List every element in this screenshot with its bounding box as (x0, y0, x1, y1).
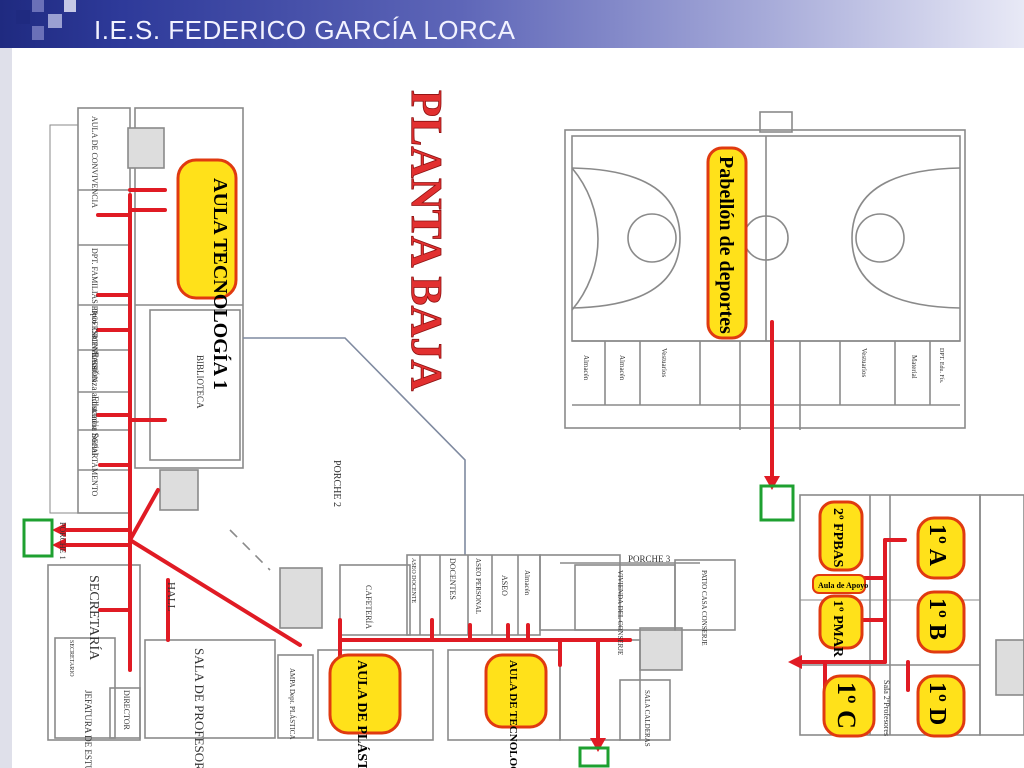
room-pabellon-deportes-label: Pabellón de deportes (715, 156, 737, 334)
slide-title: I.E.S. FEDERICO GARCÍA LORCA (94, 15, 516, 45)
label-aseo: ASEO (500, 575, 509, 596)
label-ensenanza: Enseñanza a distancia (90, 352, 100, 431)
label-orientacion: Dpto. ORIENTACIÓN (90, 308, 100, 382)
label-almacen-gym-2: Almacén (618, 355, 626, 381)
label-vestuarios-1: Vestuarios (660, 348, 668, 377)
header-square-3 (32, 26, 44, 40)
label-docentes: DOCENTES (448, 558, 457, 600)
plan-walls (47, 107, 1024, 741)
label-biblioteca: BIBLIOTECA (195, 355, 205, 409)
label-patio: PATIO CASA CONSERJE (700, 570, 708, 646)
room-fpbas (818, 500, 864, 572)
room-aula-plastica-label: AULA DE PLÁSTICA (354, 660, 371, 768)
exit-marker-porche1 (22, 518, 54, 558)
label-vestuarios-2: Vestuarios (860, 348, 868, 377)
label-porche1: PORCHE 1 (58, 522, 67, 560)
label-dpt-plastica: AMPA Dept. PLÁSTICA (288, 668, 296, 740)
room-1a-label: 1º A (924, 524, 950, 567)
exit-markers (22, 484, 795, 768)
label-cafeteria: CAFETERÍA (364, 585, 374, 629)
left-margin-bar (0, 48, 12, 768)
label-dpt-familias: DPT. FAMILIAS PROFESIONALES (90, 248, 99, 369)
room-aula-tecnologia-2 (484, 653, 548, 729)
label-dpt-ef: DPT. Edu. Fís. (938, 348, 944, 384)
slide-header: I.E.S. FEDERICO GARCÍA LORCA (0, 0, 1024, 48)
label-jefatura: JEFATURA DE ESTUDIOS (83, 690, 93, 768)
label-porche3: PORCHE 3 (628, 554, 671, 564)
room-pmar (818, 594, 864, 650)
label-material: Material (910, 355, 918, 379)
header-square-1 (16, 10, 30, 24)
plan-heading: PLANTA BAJA (402, 90, 451, 391)
label-secretario: SECRETARIO (68, 640, 74, 677)
room-1a (916, 516, 966, 580)
label-almacen-gym-1: Almacén (582, 355, 590, 381)
room-1d-label: 1º D (924, 682, 950, 725)
room-labels: AULA DE CONVIVENCIA DPT. FAMILIAS PROFES… (58, 116, 944, 768)
room-aula-tecnologia-1 (176, 158, 238, 300)
room-aula-plastica (328, 653, 402, 735)
label-aseo-personal: ASEO PERSONAL (474, 558, 482, 614)
label-vivienda: VIVIENDA DEL CONSERJE (616, 570, 624, 655)
room-1b-label: 1º B (924, 598, 950, 640)
room-1c (822, 674, 876, 738)
header-square-4 (48, 14, 62, 28)
room-aula-apoyo (812, 574, 866, 594)
label-porche2: PORCHE 2 (331, 460, 342, 507)
label-almacen: Almacén (523, 570, 531, 596)
label-director: DIRECTOR (122, 690, 131, 731)
room-1c-label: 1º C (832, 682, 861, 729)
label-aula-convivencia: AULA DE CONVIVENCIA (90, 116, 99, 208)
room-1d (916, 674, 966, 738)
route-arrowheads (52, 476, 802, 752)
room-1b (916, 590, 966, 654)
label-sala-calderas: SALA CALDERAS (643, 690, 651, 747)
room-pabellon-deportes (706, 146, 748, 340)
header-square-2 (32, 0, 44, 12)
label-sala-profesores-2: Sala 2ºProfesores (882, 680, 891, 736)
label-hall: HALL (165, 582, 177, 612)
label-departamento: DEPARTAMENTO (90, 433, 99, 497)
label-educador: Educador Social (90, 396, 100, 456)
exit-marker-south (578, 746, 610, 768)
room-aula-tecnologia-1-label: AULA TECNOLOGÍA 1 (209, 178, 232, 390)
exit-marker-pabellon (759, 484, 795, 522)
label-aseo-docente: ASEO DOCENTE (410, 558, 416, 603)
room-aula-apoyo-label: Aula de Apoyo (818, 581, 868, 590)
highlighted-rooms: AULA TECNOLOGÍA 1 Pabellón de deportes A… (176, 146, 966, 768)
header-square-5 (64, 0, 76, 12)
room-fpbas-label: 2º FPBAS (830, 508, 845, 568)
label-sala-profesores: SALA DE PROFESORES (192, 648, 207, 768)
room-aula-tecnologia-2-label: AULA DE TECNOLOGÍA 2 (507, 660, 519, 768)
label-secretaria: SECRETARÍA (86, 575, 103, 661)
room-pmar-label: 1º PMAR (830, 600, 845, 658)
